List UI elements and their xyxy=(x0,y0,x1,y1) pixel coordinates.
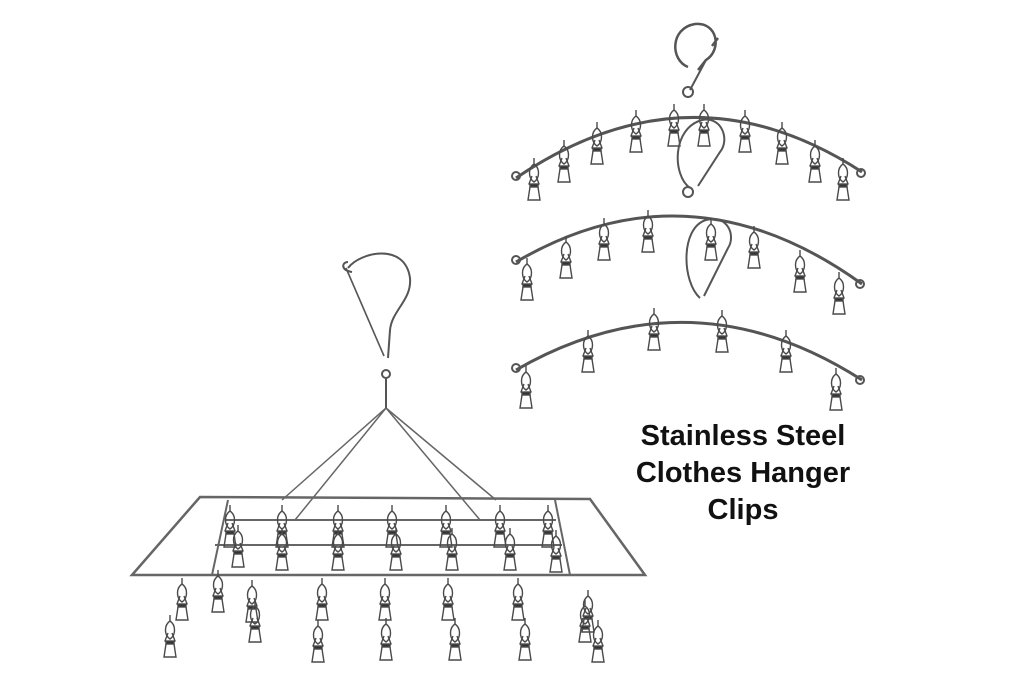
caption-line-1: Stainless Steel xyxy=(640,420,846,452)
rectangular-rack xyxy=(129,252,648,663)
arc-hanger-top xyxy=(511,22,866,201)
caption-line-2: Clothes Hanger xyxy=(635,457,851,489)
product-caption: Stainless Steel Clothes Hanger Clips xyxy=(598,418,888,529)
arc-hanger-bottom xyxy=(511,307,865,411)
caption-line-3: Clips xyxy=(707,494,779,526)
arc-hanger-middle xyxy=(511,209,865,315)
